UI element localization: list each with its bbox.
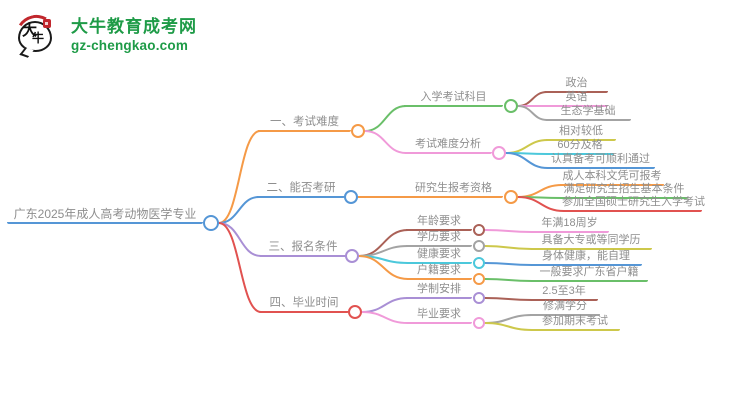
mindmap-node-l123[interactable]: 认真备考可顺利通过	[546, 152, 655, 169]
mindmap-node-n32[interactable]: 学历要求	[406, 230, 472, 247]
branch-line	[218, 196, 260, 224]
branch-line	[505, 152, 549, 169]
branch-line	[517, 105, 548, 121]
collapse-handle-n12[interactable]	[492, 146, 506, 160]
mindmap-node-l113[interactable]: 生态学基础	[545, 104, 631, 121]
mindmap-node-b4[interactable]: 四、毕业时间	[259, 296, 349, 313]
branch-line	[517, 91, 548, 107]
branch-line	[364, 130, 407, 154]
mindmap-node-l112[interactable]: 英语	[545, 90, 608, 107]
collapse-handle-n21[interactable]	[504, 190, 518, 204]
mindmap-node-l311[interactable]: 年满18周岁	[530, 216, 609, 233]
logo-char-top: 大	[22, 22, 38, 39]
collapse-handle-n42[interactable]	[473, 317, 485, 329]
branch-line	[218, 130, 261, 224]
mindmap-node-l312[interactable]: 具备大专或等同学历	[530, 233, 652, 250]
collapse-handle-b1[interactable]	[351, 124, 365, 138]
branch-line	[517, 184, 563, 198]
mindmap-node-l211[interactable]: 成人本科文凭可报考	[560, 169, 664, 186]
collapse-handle-b2[interactable]	[344, 190, 358, 204]
mindmap-node-n11[interactable]: 入学考试科目	[404, 90, 503, 107]
branch-line	[505, 139, 549, 154]
branch-line	[484, 322, 533, 331]
branch-line	[364, 105, 407, 132]
mindmap-node-l111[interactable]: 政治	[545, 76, 608, 93]
brand-title: 大牛教育成考网	[71, 17, 197, 36]
collapse-handle-b3[interactable]	[345, 249, 359, 263]
branch-line	[517, 196, 565, 212]
collapse-handle-n41[interactable]	[473, 292, 485, 304]
mindmap-node-l314[interactable]: 一般要求广东省户籍	[530, 265, 648, 282]
mindmap-node-root[interactable]: 广东2025年成人高考动物医学专业	[7, 207, 203, 224]
collapse-handle-root[interactable]	[203, 215, 219, 231]
branch-line	[484, 229, 533, 233]
branch-line	[358, 255, 409, 280]
mindmap-node-l213[interactable]: 参加全国硕士研究生入学考试	[562, 195, 705, 212]
branch-line	[361, 297, 409, 313]
branch-line	[358, 229, 409, 257]
branch-line	[218, 222, 262, 313]
brand-subtitle: gz-chengkao.com	[71, 38, 189, 53]
collapse-handle-n32[interactable]	[473, 240, 485, 252]
collapse-handle-b4[interactable]	[348, 305, 362, 319]
mindmap-node-n41[interactable]: 学制安排	[406, 282, 472, 299]
branch-line	[484, 297, 533, 301]
mindmap-node-l411[interactable]: 2.5至3年	[530, 284, 598, 301]
mindmap-node-n42[interactable]: 毕业要求	[406, 307, 472, 324]
mindmap-node-l212[interactable]: 满足研究生招生基本条件	[560, 182, 688, 199]
mindmap-node-n12[interactable]: 考试难度分析	[404, 137, 492, 154]
mindmap-node-l122[interactable]: 60分及格	[546, 138, 614, 155]
mindmap-node-b2[interactable]: 二、能否考研	[257, 181, 345, 198]
branch-line	[218, 222, 262, 257]
mindmap-node-n31[interactable]: 年龄要求	[406, 214, 472, 231]
mindmap-node-n21[interactable]: 研究生报考资格	[404, 181, 503, 198]
brand-logo[interactable]: 大 牛 大牛教育成考网 gz-chengkao.com	[11, 10, 244, 64]
mindmap-node-l421[interactable]: 修满学分	[530, 299, 600, 316]
mindmap-node-n34[interactable]: 户籍要求	[406, 263, 472, 280]
red-seal-icon	[43, 19, 51, 28]
mindmap-node-l422[interactable]: 参加期末考试	[530, 314, 620, 331]
mindmap-node-l121[interactable]: 相对较低	[546, 124, 616, 141]
mindmap-node-b1[interactable]: 一、考试难度	[258, 115, 351, 132]
mindmap-node-l313[interactable]: 身体健康，能自理	[530, 249, 642, 266]
collapse-handle-n31[interactable]	[473, 224, 485, 236]
mindmap-node-n33[interactable]: 健康要求	[406, 247, 472, 264]
logo-char-bottom: 牛	[32, 31, 45, 45]
collapse-handle-n34[interactable]	[473, 273, 485, 285]
mindmap-node-b3[interactable]: 三、报名条件	[259, 240, 347, 257]
brand-logo-icon: 大 牛	[11, 10, 61, 58]
branch-line	[361, 311, 409, 324]
collapse-handle-n33[interactable]	[473, 257, 485, 269]
branch-line	[484, 314, 533, 324]
collapse-handle-n11[interactable]	[504, 99, 518, 113]
branch-line	[484, 245, 533, 250]
brand-logo-text: 大牛教育成考网 gz-chengkao.com	[71, 17, 197, 53]
branch-line	[484, 262, 533, 266]
branch-line	[484, 278, 533, 282]
